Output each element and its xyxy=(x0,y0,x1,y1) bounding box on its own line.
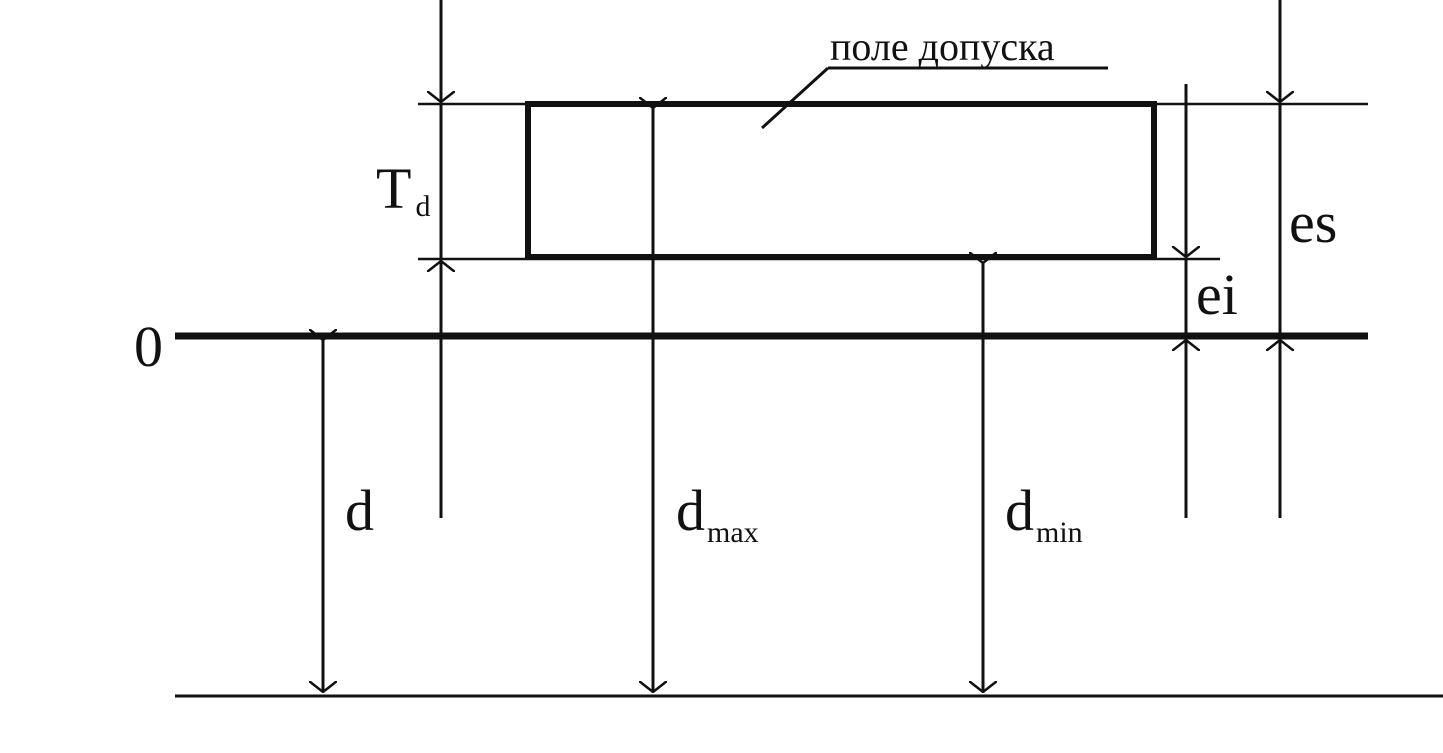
ei-label: ei xyxy=(1196,262,1238,327)
dmin-label-sub: min xyxy=(1036,516,1083,549)
callout-leader-line xyxy=(760,66,830,130)
dmax-label-sub: max xyxy=(707,516,759,549)
d-nominal-label: d xyxy=(345,478,374,543)
dmax-label-main: d xyxy=(676,478,705,543)
es-label: es xyxy=(1289,190,1337,255)
td-label-sub: d xyxy=(415,190,430,223)
tolerance-zone-rect xyxy=(525,101,1157,260)
callout-label: поле допуска xyxy=(830,24,1055,69)
zero-label: 0 xyxy=(134,314,163,379)
dmin-label-main: d xyxy=(1005,478,1034,543)
dmin-label: dmin xyxy=(1005,478,1083,549)
td-label-main: T xyxy=(376,156,411,221)
dmax-label: dmax xyxy=(676,478,759,549)
